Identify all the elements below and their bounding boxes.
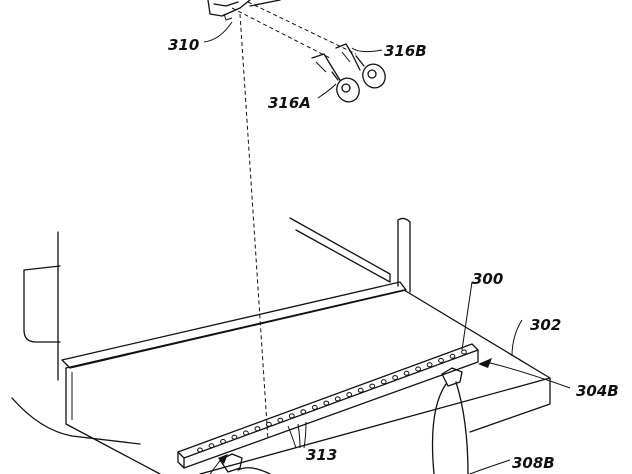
- bar-hole: [449, 353, 456, 359]
- bar-hole: [231, 434, 238, 440]
- bar-hole: [438, 358, 444, 363]
- tray-302: [61, 281, 551, 474]
- bar-hole: [197, 447, 203, 453]
- bar-hole: [380, 379, 387, 385]
- bar-hole: [208, 443, 215, 449]
- bar-hole: [277, 417, 284, 423]
- bar-hole: [357, 387, 364, 393]
- bar-hole: [415, 366, 422, 372]
- bar-holes: [197, 349, 467, 453]
- label-300: 300: [472, 270, 503, 288]
- bar-hole: [323, 400, 330, 406]
- bar-hole: [346, 392, 353, 398]
- bar-hole: [426, 362, 433, 368]
- label-308b: 308B: [512, 454, 555, 472]
- bar-hole: [392, 375, 399, 381]
- clip-left: [219, 453, 271, 474]
- bar-hole: [288, 413, 295, 419]
- background-structure: [11, 217, 411, 445]
- bar-hole: [300, 409, 307, 415]
- leader-lines: [203, 21, 571, 474]
- bar-hole: [311, 404, 318, 410]
- sensor-316b: [355, 55, 386, 89]
- bar-hole: [334, 396, 341, 402]
- bar-hole: [461, 349, 467, 355]
- sight-line: [239, 13, 269, 441]
- bar-hole: [369, 383, 376, 389]
- label-304b: 304B: [576, 382, 619, 400]
- label-310: 310: [168, 36, 199, 54]
- bar-hole: [254, 426, 261, 432]
- label-316b: 316B: [384, 42, 427, 60]
- sensor-stems: [231, 1, 361, 81]
- label-316a: 316A: [268, 94, 311, 112]
- bar-hole: [243, 430, 249, 436]
- bar-hole: [220, 439, 226, 444]
- bar-hole: [403, 370, 410, 376]
- sensor-bar-300: [177, 343, 479, 469]
- sensor-316a: [331, 71, 360, 103]
- camera-unit: [207, 0, 281, 21]
- bar-hole: [266, 421, 272, 427]
- clip-304b: [431, 367, 469, 474]
- label-302: 302: [530, 316, 561, 334]
- label-313: 313: [306, 446, 337, 464]
